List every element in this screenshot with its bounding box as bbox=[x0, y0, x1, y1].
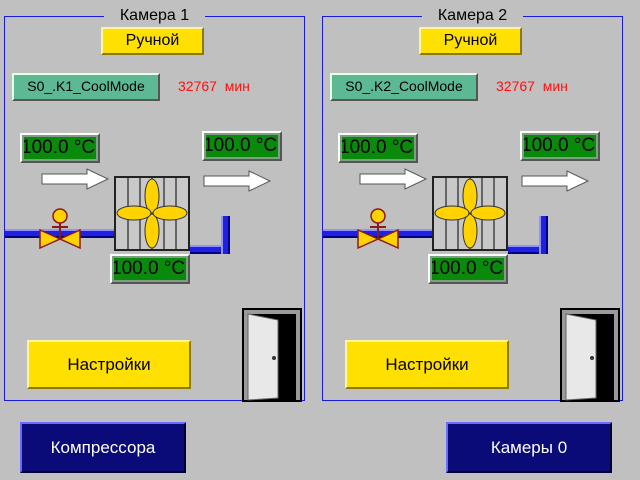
temp-display-fan: 100.0 °C bbox=[428, 254, 508, 284]
airflow-arrow-icon bbox=[521, 170, 590, 192]
refrigerant-pipe bbox=[539, 216, 548, 254]
valve-icon bbox=[39, 208, 81, 250]
minutes-value: 32767 bbox=[496, 78, 535, 94]
minutes-readout: 32767 мин bbox=[178, 78, 250, 94]
refrigerant-pipe bbox=[190, 245, 230, 254]
settings-button[interactable]: Настройки bbox=[345, 340, 509, 389]
minutes-unit: мин bbox=[224, 78, 250, 94]
temp-value: 100.0 °C bbox=[432, 258, 504, 280]
temp-value: 100.0 °C bbox=[114, 258, 186, 280]
chamber-panel-1: Камера 1 Ручной S0_.K1_CoolMode 32767 ми… bbox=[4, 7, 305, 402]
temp-value: 100.0 °C bbox=[342, 137, 414, 159]
airflow-arrow-icon bbox=[203, 170, 272, 192]
refrigerant-pipe bbox=[221, 216, 230, 254]
temp-display-fan: 100.0 °C bbox=[110, 254, 190, 284]
temp-display-outlet: 100.0 °C bbox=[520, 131, 600, 161]
minutes-value: 32767 bbox=[178, 78, 217, 94]
valve-icon bbox=[357, 208, 399, 250]
minutes-readout: 32767 мин bbox=[496, 78, 568, 94]
coolmode-field[interactable]: S0_.K1_CoolMode bbox=[12, 73, 160, 101]
chambers-button[interactable]: Камеры 0 bbox=[446, 422, 612, 473]
fan-icon bbox=[116, 178, 188, 249]
mode-button[interactable]: Ручной bbox=[101, 27, 204, 55]
fan-unit bbox=[114, 176, 190, 251]
temp-display-inlet: 100.0 °C bbox=[20, 133, 100, 163]
coolmode-field[interactable]: S0_.K2_CoolMode bbox=[330, 73, 478, 101]
chamber-title: Камера 1 bbox=[4, 6, 305, 26]
fan-icon bbox=[434, 178, 506, 249]
mode-button[interactable]: Ручной bbox=[419, 27, 522, 55]
door-icon[interactable] bbox=[560, 308, 620, 402]
fan-unit bbox=[432, 176, 508, 251]
temp-display-outlet: 100.0 °C bbox=[202, 131, 282, 161]
chamber-panel-2: Камера 2 Ручной S0_.K2_CoolMode 32767 ми… bbox=[322, 7, 623, 402]
door-icon[interactable] bbox=[242, 308, 302, 402]
temp-value: 100.0 °C bbox=[206, 135, 278, 157]
airflow-arrow-icon bbox=[359, 168, 428, 190]
settings-button[interactable]: Настройки bbox=[27, 340, 191, 389]
airflow-arrow-icon bbox=[41, 168, 110, 190]
refrigerant-pipe bbox=[508, 245, 548, 254]
temp-value: 100.0 °C bbox=[524, 135, 596, 157]
compressors-button[interactable]: Компрессора bbox=[20, 422, 186, 473]
chamber-title: Камера 2 bbox=[322, 6, 623, 26]
temp-value: 100.0 °C bbox=[24, 137, 96, 159]
minutes-unit: мин bbox=[542, 78, 568, 94]
temp-display-inlet: 100.0 °C bbox=[338, 133, 418, 163]
